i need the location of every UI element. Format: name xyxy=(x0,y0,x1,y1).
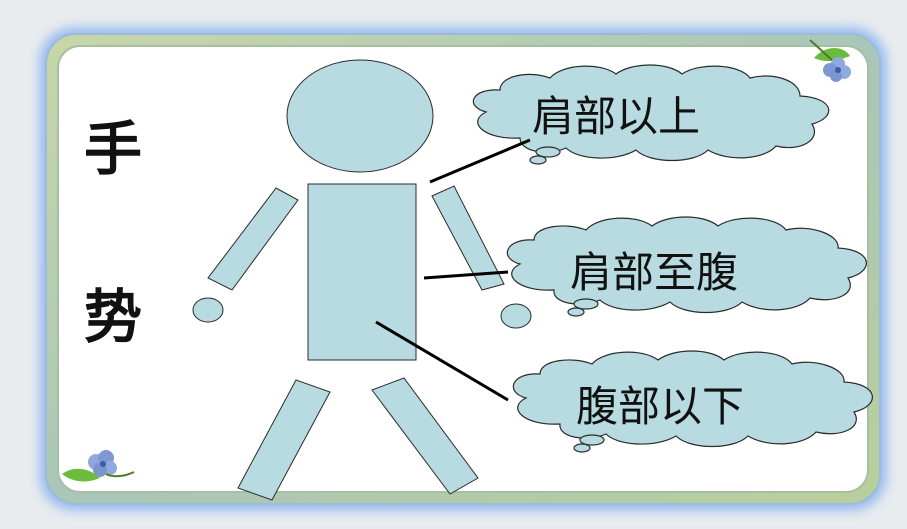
figure-left-hand xyxy=(192,297,224,323)
figure-left-leg xyxy=(237,379,331,501)
flower-icon xyxy=(809,39,851,82)
pointer-line-1 xyxy=(429,138,531,184)
person-figure xyxy=(192,59,532,501)
label-shoulder-to-abdomen: 肩部至腹 xyxy=(570,248,739,297)
callout-cloud-2 xyxy=(506,216,867,317)
title-char-1: 手 xyxy=(83,115,142,183)
callout-cloud-3 xyxy=(512,350,873,453)
figure-right-hand xyxy=(500,303,532,329)
figure-right-arm xyxy=(431,185,505,291)
pointer-line-3 xyxy=(375,320,509,402)
label-shoulder-up: 肩部以上 xyxy=(532,92,701,141)
callout-cloud-1 xyxy=(472,64,830,165)
figure-head xyxy=(286,59,434,173)
figure-left-arm xyxy=(207,187,299,291)
title-char-2: 势 xyxy=(83,283,142,351)
figure-right-leg xyxy=(371,377,479,495)
label-abdomen-down: 腹部以下 xyxy=(576,382,745,431)
pointer-line-2 xyxy=(423,270,509,280)
figure-torso xyxy=(307,183,417,361)
flower-icon xyxy=(62,450,135,482)
